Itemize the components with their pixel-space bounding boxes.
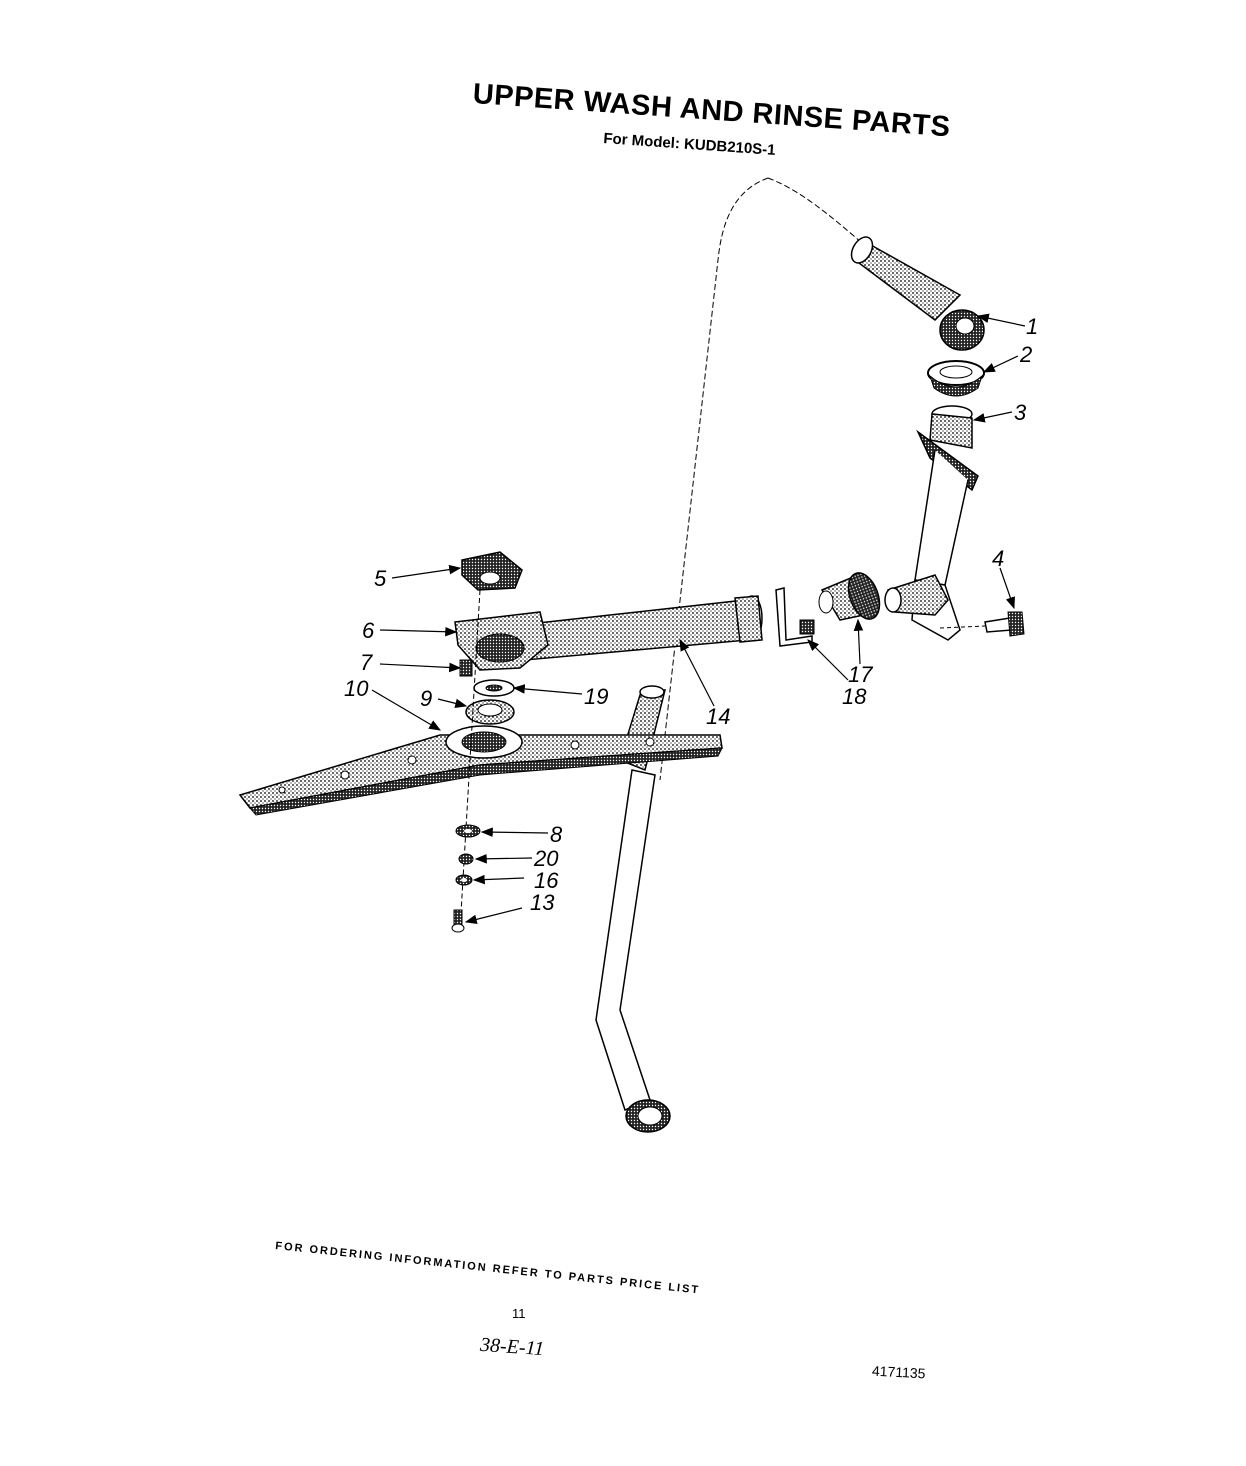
- elbow-connector: [884, 574, 949, 616]
- part-8-washer: [455, 824, 481, 838]
- part-1-nut: [939, 309, 985, 351]
- callout-14: 14: [706, 704, 730, 729]
- part-4-screw: [939, 611, 1025, 637]
- callout-17: 17: [848, 662, 873, 687]
- part-17-coupling: [818, 572, 881, 621]
- callout-1: 1: [1026, 314, 1038, 339]
- page-number: 11: [512, 1306, 526, 1321]
- handwritten-note: 38-E-11: [479, 1333, 545, 1361]
- part-13-screw: [451, 909, 465, 933]
- guide-line: [659, 177, 871, 781]
- part-2-gasket: [927, 360, 985, 397]
- callout-labels: 1 2 3 4 5 6 7 10 9 19 14 17 18 8 20 16 1…: [344, 314, 1038, 915]
- part-5-cap: [461, 551, 523, 591]
- callout-6: 6: [362, 618, 375, 643]
- leader-lines: [371, 313, 1026, 925]
- callout-19: 19: [584, 684, 608, 709]
- part-20-washer: [458, 853, 474, 865]
- part-3-inlet-pipe: [911, 405, 979, 641]
- part-10-spray-arm: [238, 725, 723, 816]
- callout-4: 4: [992, 546, 1004, 571]
- callout-7: 7: [360, 650, 373, 675]
- callout-9: 9: [420, 686, 432, 711]
- callout-18: 18: [842, 684, 867, 709]
- callout-2: 2: [1019, 342, 1032, 367]
- callout-20: 20: [533, 846, 559, 871]
- part-6-hub: [454, 611, 549, 677]
- callout-8: 8: [550, 822, 563, 847]
- document-number: 4171135: [871, 1362, 926, 1382]
- part-18-clamp: [775, 587, 815, 647]
- part-16-washer: [455, 874, 473, 886]
- part-9-bearing: [465, 699, 515, 725]
- hub-axis-line: [459, 589, 481, 931]
- part-14-supply-tube: [519, 595, 763, 661]
- callout-16: 16: [534, 868, 559, 893]
- callout-10: 10: [344, 676, 369, 701]
- part-19-washer: [473, 679, 515, 697]
- upper-supply-tube: [850, 236, 962, 321]
- callout-13: 13: [530, 890, 555, 915]
- callout-3: 3: [1014, 400, 1027, 425]
- callout-5: 5: [374, 566, 387, 591]
